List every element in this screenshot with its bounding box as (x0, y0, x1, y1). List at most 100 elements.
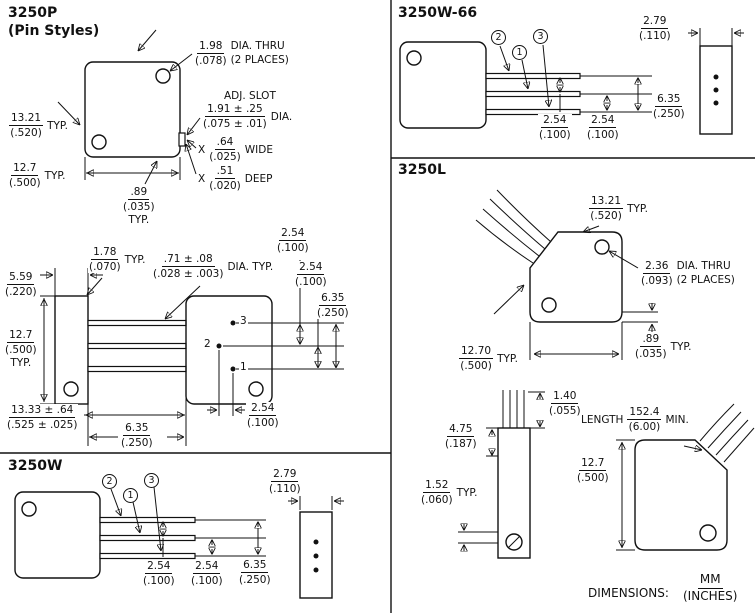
dim-slot-wide: X .64(.025) WIDE (197, 136, 274, 164)
mm-value: 12.70 (459, 345, 494, 360)
3250l-length-view (616, 403, 755, 551)
body-outline (54, 295, 89, 405)
adjust-screw (63, 381, 79, 397)
pin-lead (87, 365, 187, 373)
mm-value: 2.54 (145, 560, 173, 575)
inch-value: (.520) (590, 210, 622, 223)
mm-value: 2.54 (193, 560, 221, 575)
model-subtitle: (Pin Styles) (8, 22, 100, 39)
inch-value: (.525 ± .025) (7, 419, 78, 432)
mm-value: 13.33 ± .64 (9, 404, 76, 419)
pin-2-callout: 2 (102, 474, 117, 489)
inch-value: (.020) (209, 180, 241, 193)
inch-value: (.075 ± .01) (203, 118, 267, 131)
dim-pin-span: 6.35(.250) (652, 93, 686, 121)
section-title-3250w66: 3250W-66 (398, 5, 478, 21)
mm-value: 2.54 (589, 114, 617, 129)
wire-lead (475, 219, 534, 264)
mm-value: 5.59 (7, 271, 35, 286)
dim-hole-dia-thru: 1.98(.078) DIA. THRU(2 PLACES) (194, 40, 290, 68)
mm-value: 2.79 (641, 15, 669, 30)
mm-value: 13.21 (589, 195, 624, 210)
inch-value: (.500) (460, 360, 492, 373)
inch-value: (.110) (639, 30, 671, 43)
model-name: 3250P (8, 5, 58, 21)
inch-value: (.025) (209, 151, 241, 164)
inch-value: (.100) (191, 575, 223, 588)
inch-value: (.100) (277, 242, 309, 255)
mm-units: MM (697, 572, 723, 589)
dim-standoff: 1.78(.070) TYP. (88, 246, 147, 274)
inch-value: (.100) (295, 276, 327, 289)
3250p-side-view (40, 268, 201, 446)
dim-pin-pitch-2: 2.54(.100) (586, 114, 620, 142)
wire-lead (496, 189, 552, 243)
dim-value: 1.98(.078) (195, 40, 227, 67)
section-title-3250w: 3250W (8, 458, 63, 474)
mm-value: 4.75 (447, 423, 475, 438)
in-value: (.028 ± .003) (153, 268, 224, 281)
dimension-lines (616, 439, 702, 551)
dim-slot-dia: 1.91 ± .25(.075 ± .01) DIA. (202, 103, 294, 131)
pin-dot (713, 100, 719, 106)
dim-pin-pitch-1: 2.54(.100) (142, 560, 176, 588)
dim-pin-row-offset: 2.54(.100) (246, 402, 280, 430)
dimension-lines (57, 29, 201, 185)
dim-pin-pitch-1: 2.54(.100) (538, 114, 572, 142)
body-outline (497, 427, 531, 559)
pin-3-callout: 3 (144, 473, 159, 488)
wire-lead (699, 403, 735, 442)
dim-length-view-height: 12.7(.500) (576, 457, 610, 485)
mounting-hole (699, 524, 717, 542)
inch-value: (.093) (641, 275, 673, 288)
inch-value: (.110) (269, 483, 301, 496)
mm-value: 12.7 (579, 457, 607, 472)
dimensions-label: DIMENSIONS: (588, 586, 669, 600)
mounting-hole (594, 239, 610, 255)
dim-body-width: 13.21(.520) TYP. (588, 195, 649, 222)
dim-pin-spacing-1: 2.54(.100) (276, 227, 310, 255)
length-label: LENGTH (581, 413, 624, 426)
dim-note: DIA. TYP. (227, 260, 274, 273)
dim-standoff-thickness: 1.52(.060) TYP. (420, 479, 479, 507)
pin-dot (713, 74, 719, 80)
mm-value: 6.35 (655, 93, 683, 108)
dim-note: DEEP (244, 172, 273, 185)
mm-value: 2.54 (249, 402, 277, 417)
body-outline (634, 439, 728, 551)
pin-1-dot (230, 366, 236, 372)
mm-value: 13.21 (9, 112, 44, 127)
mounting-hole (248, 381, 264, 397)
dimension-lines (40, 268, 201, 446)
adjust-screw (505, 533, 523, 551)
inch-value: (.035) (635, 348, 667, 361)
pin-3-label: 3 (239, 315, 248, 327)
dimension-lines (110, 486, 344, 557)
mounting-hole (406, 50, 422, 66)
wire-lead (723, 427, 755, 463)
mounting-hole (155, 68, 171, 84)
inch-value: (.250) (239, 574, 271, 587)
dim-top-section: 4.75(.187) (444, 423, 478, 451)
mm-value: 6.35 (123, 422, 151, 437)
adjustment-slot (178, 132, 186, 147)
dim-note: DIA. THRU(2 PLACES) (230, 40, 289, 66)
mm-value: .51 (214, 165, 236, 180)
section-title-3250l: 3250L (398, 162, 446, 178)
pin-1-label: 1 (239, 361, 248, 373)
mm-value: 1.78 (91, 246, 119, 261)
inch-value: (.100) (143, 575, 175, 588)
inch-value: (.520) (10, 127, 42, 140)
dimension-lines (458, 391, 545, 551)
inch-value: (.250) (317, 307, 349, 320)
dim-pin-pitch-2: 2.54(.100) (190, 560, 224, 588)
wire-lead (482, 208, 540, 257)
mounting-hole (541, 297, 557, 313)
body-outline (185, 295, 273, 405)
dim-note: TYP. (497, 352, 518, 365)
pin-lead (99, 516, 196, 524)
pin-lead (485, 72, 581, 80)
dim-note: TYP. (670, 340, 692, 353)
mm-value: 12.7 (7, 329, 35, 344)
pin-dot (313, 539, 319, 545)
